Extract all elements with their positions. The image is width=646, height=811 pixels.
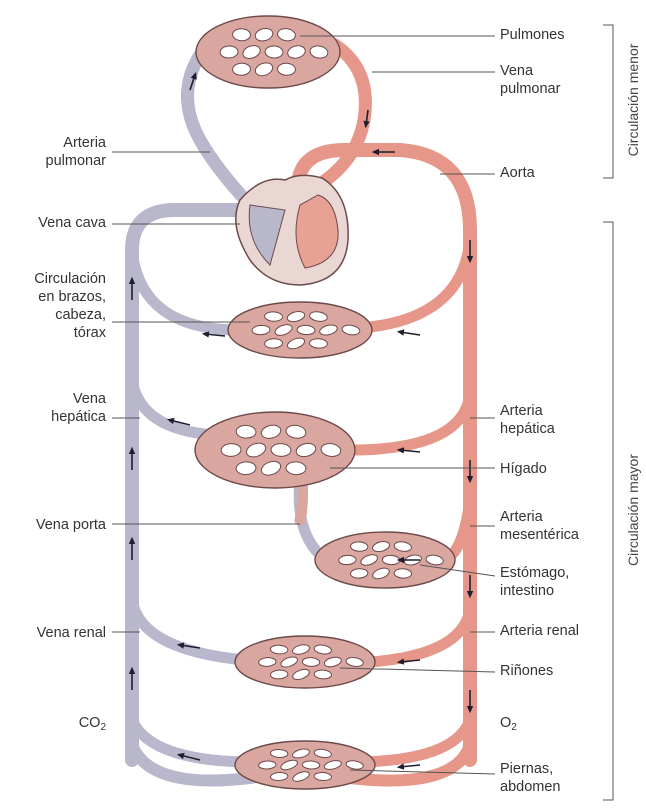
bracket-circulacion-menor xyxy=(603,25,613,178)
label-vena-cava: Vena cava xyxy=(38,214,106,232)
label-vena-renal: Vena renal xyxy=(37,624,106,642)
label-arteria-pulmonar: Arteria pulmonar xyxy=(46,134,106,170)
flow-arrow xyxy=(400,332,420,335)
flow-arrow xyxy=(400,765,420,767)
label-circulacion-brazos: Circulación en brazos, cabeza, tórax xyxy=(34,270,106,342)
label-piernas-abdomen: Piernas, abdomen xyxy=(500,760,560,796)
label-circulacion-menor: Circulación menor xyxy=(625,30,641,170)
capillary-legs xyxy=(235,741,375,789)
label-circulacion-mayor: Circulación mayor xyxy=(625,440,641,580)
heart xyxy=(236,175,348,285)
label-arteria-mesenterica: Arteria mesentérica xyxy=(500,508,579,544)
capillary-lungs xyxy=(196,16,340,88)
label-aorta: Aorta xyxy=(500,164,535,182)
label-rinones: Riñones xyxy=(500,662,553,680)
capillary-intestine xyxy=(315,532,455,588)
label-vena-pulmonar: Vena pulmonar xyxy=(500,62,560,98)
label-arteria-hepatica: Arteria hepática xyxy=(500,402,555,438)
capillary-liver xyxy=(195,412,355,488)
label-arteria-renal: Arteria renal xyxy=(500,622,579,640)
label-co2: CO2 xyxy=(79,714,106,737)
label-estomago-intestino: Estómago, intestino xyxy=(500,564,569,600)
label-vena-porta: Vena porta xyxy=(36,516,106,534)
flow-arrow xyxy=(400,450,420,452)
label-o2: O2 xyxy=(500,714,517,737)
label-higado: Hígado xyxy=(500,460,547,478)
capillary-arms xyxy=(228,302,372,358)
bracket-circulacion-mayor xyxy=(603,222,613,800)
capillary-kidney xyxy=(235,636,375,688)
label-vena-hepatica: Vena hepática xyxy=(51,390,106,426)
label-pulmones: Pulmones xyxy=(500,26,564,44)
